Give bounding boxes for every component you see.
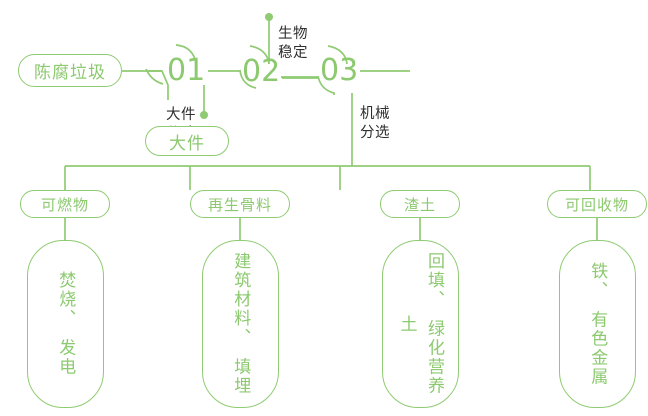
- stage-number-02: 02: [242, 57, 280, 87]
- usecase-box-2-text: 建筑材料、 填埋: [231, 252, 251, 396]
- arc-top-03: [327, 45, 348, 65]
- stage-number-02-text: 02: [242, 54, 281, 89]
- annotation-bio-stabilization: 生物 稳定: [278, 7, 348, 62]
- annotation-bio-stabilization-text: 生物 稳定: [278, 26, 308, 61]
- category-pill-1[interactable]: 可燃物: [20, 190, 110, 218]
- arc-bottom-02: [239, 69, 257, 89]
- annotation-mechanical-sorting-text: 机械 分选: [360, 106, 390, 141]
- category-pill-2-label: 再生骨料: [207, 196, 272, 214]
- usecase-box-3-text: 回填、 绿化营养土: [397, 252, 445, 396]
- arc-top-01: [175, 44, 197, 64]
- stage-number-01-text: 01: [167, 53, 206, 88]
- node-bulky-output[interactable]: 大件: [145, 126, 229, 156]
- category-pill-1-label: 可燃物: [40, 196, 89, 214]
- node-source-waste-label: 陈腐垃圾: [34, 63, 106, 82]
- category-pill-4[interactable]: 可回收物: [547, 190, 647, 218]
- node-bulky-output-label: 大件: [169, 133, 205, 153]
- usecase-box-4-text: 铁、 有色金属: [588, 261, 608, 387]
- category-pill-4-label: 可回收物: [564, 196, 629, 214]
- category-pill-2[interactable]: 再生骨料: [190, 190, 290, 218]
- stage-number-03-text: 03: [320, 53, 359, 88]
- category-pill-3-label: 渣土: [403, 196, 436, 214]
- stage-number-01: 01: [167, 56, 205, 86]
- usecase-box-3[interactable]: 回填、 绿化营养土: [382, 240, 459, 408]
- connector-01-down-stub: [149, 70, 169, 100]
- category-pill-3[interactable]: 渣土: [380, 190, 460, 218]
- dot-bio-stabilize: [265, 13, 273, 21]
- node-source-waste[interactable]: 陈腐垃圾: [18, 54, 122, 87]
- usecase-box-4[interactable]: 铁、 有色金属: [559, 240, 636, 408]
- usecase-box-1[interactable]: 焚烧、 发电: [27, 240, 104, 408]
- usecase-box-2[interactable]: 建筑材料、 填埋: [202, 240, 279, 408]
- usecase-box-1-text: 焚烧、 发电: [56, 271, 76, 377]
- arc-bottom-03: [317, 75, 335, 95]
- arc-bottom-01: [145, 68, 164, 85]
- stage-number-03: 03: [320, 56, 358, 86]
- dot-bulky-output: [200, 111, 208, 119]
- annotation-mechanical-sorting: 机械 分选: [360, 87, 430, 142]
